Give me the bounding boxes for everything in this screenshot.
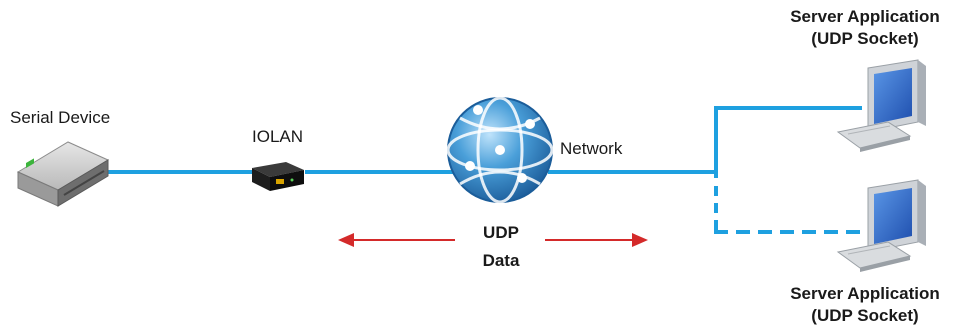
computer-icon — [836, 59, 926, 152]
computer-icon — [836, 179, 926, 272]
serial-device-label: Serial Device — [10, 108, 111, 127]
connection-lines — [100, 106, 862, 234]
serial-device-icon — [16, 141, 110, 207]
udp-label-line2: Data — [482, 251, 520, 270]
server-bottom-label: Server Application (UDP Socket) — [770, 283, 956, 327]
iolan-label: IOLAN — [252, 127, 304, 146]
network-globe-icon — [446, 96, 554, 204]
server-bottom-label-line2: (UDP Socket) — [811, 306, 919, 325]
arrow-left-head — [338, 233, 354, 247]
network-label: Network — [560, 139, 623, 158]
server-top-label-line2: (UDP Socket) — [811, 29, 919, 48]
udp-arrows — [338, 233, 648, 247]
iolan-icon — [252, 162, 304, 191]
server-top-label-line1: Server Application — [790, 7, 940, 26]
udp-data-label: UDP Data — [466, 222, 536, 272]
server-bottom-label-line1: Server Application — [790, 284, 940, 303]
udp-label-line1: UDP — [483, 223, 519, 242]
server-top-label: Server Application (UDP Socket) — [770, 6, 956, 50]
arrow-right-head — [632, 233, 648, 247]
